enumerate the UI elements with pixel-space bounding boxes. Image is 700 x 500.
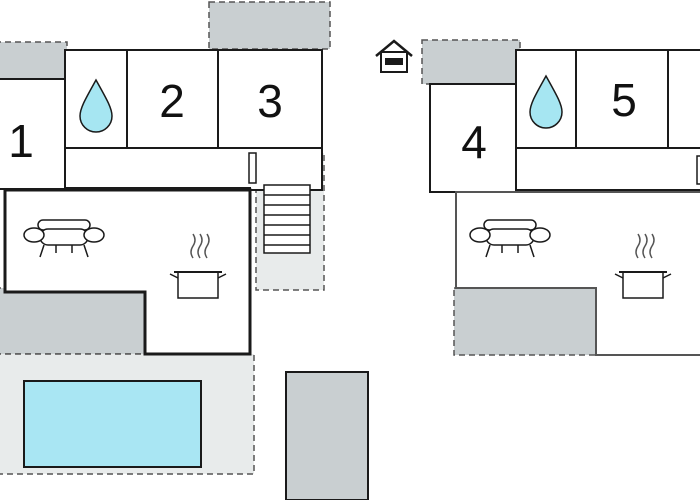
room-number-2: 2 xyxy=(159,75,185,127)
pool xyxy=(23,380,202,468)
parking-area-top xyxy=(208,1,331,50)
room-right-edge xyxy=(667,49,700,149)
house-left: 1 2 3 xyxy=(0,1,369,500)
balcony-right xyxy=(421,39,521,85)
room-number-5: 5 xyxy=(611,74,637,126)
terrace-right xyxy=(453,287,597,356)
room-3 xyxy=(217,49,323,149)
staircase-icon xyxy=(263,184,311,254)
hallway-left xyxy=(64,147,323,191)
room-2 xyxy=(126,49,219,149)
door-marker-right xyxy=(696,155,700,185)
parking-bottom xyxy=(285,371,369,500)
room-number-4: 4 xyxy=(461,116,487,168)
room-number-1: 1 xyxy=(8,115,34,167)
door-marker-left xyxy=(248,152,257,184)
house-icon xyxy=(375,39,413,73)
room-4 xyxy=(429,83,517,193)
terrace-area xyxy=(0,287,146,355)
hallway-right xyxy=(515,147,700,191)
room-number-3: 3 xyxy=(257,75,283,127)
house-right: 4 5 xyxy=(375,39,700,356)
balcony-top-left xyxy=(0,41,68,80)
